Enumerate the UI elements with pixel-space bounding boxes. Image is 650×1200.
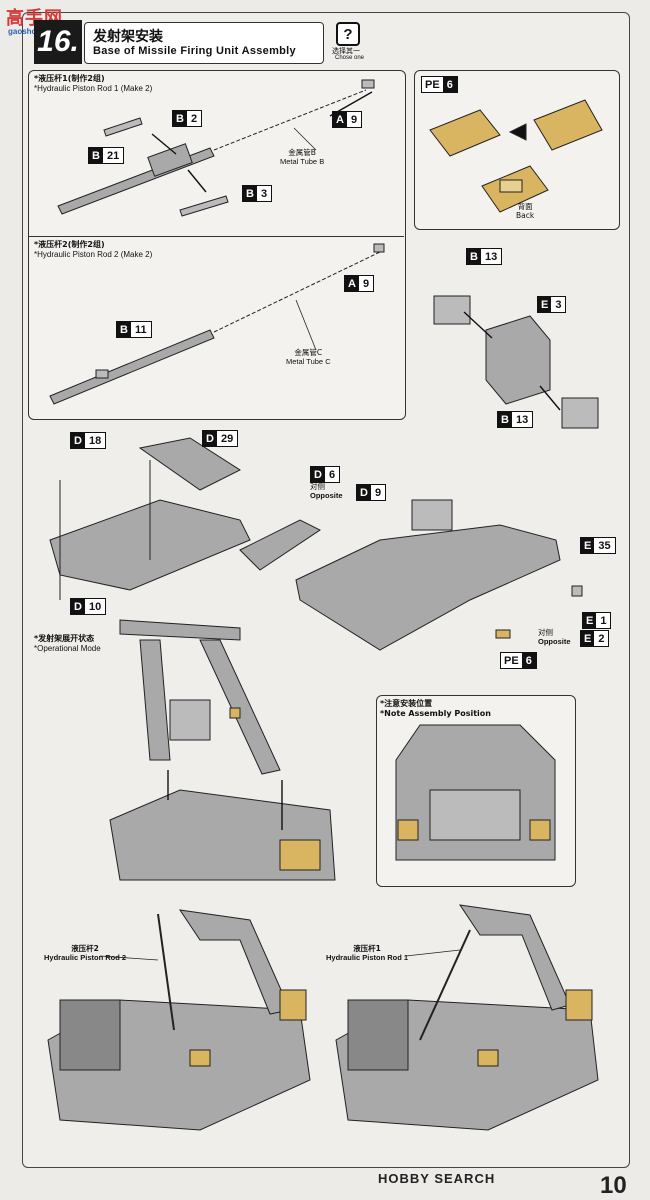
metal-tube-c-label: 金属管C Metal Tube C <box>286 348 331 366</box>
rod2-note: *液压杆2(制作2组) *Hydraulic Piston Rod 2 (Mak… <box>34 240 153 259</box>
e3-box-drawing <box>433 295 599 429</box>
rod1-note: *液压杆1(制作2组) *Hydraulic Piston Rod 1 (Mak… <box>34 74 153 93</box>
note-position-title: *注意安装位置 *Note Assembly Position <box>380 699 491 718</box>
piston-rod-1-drawing <box>57 79 375 217</box>
step-title-cn: 发射架安装 <box>93 29 163 45</box>
rod1-callout: 液压杆1 Hydraulic Piston Rod 1 <box>326 944 409 962</box>
bottom-right-assembly-drawing <box>335 904 599 1131</box>
watermark-url: gaoshou.net <box>8 27 56 36</box>
piston-rod-2-drawing <box>49 243 385 405</box>
operational-mode-drawing <box>109 619 336 881</box>
step-title-en: Base of Missile Firing Unit Assembly <box>93 45 296 57</box>
metal-tube-b-label: 金属管B Metal Tube B <box>280 148 325 166</box>
back-label: 背面 Back <box>516 202 535 220</box>
bottom-left-assembly-drawing <box>47 909 311 1131</box>
d-frame-drawing <box>49 437 321 600</box>
hobby-search-logo: HOBBY SEARCH <box>378 1171 496 1186</box>
step-number: 16. <box>34 20 82 64</box>
rod1-arrows <box>151 91 373 193</box>
question-icon: ? <box>336 22 360 46</box>
hydraulic-rods-box <box>28 70 406 420</box>
step-title-box: 发射架安装 Base of Missile Firing Unit Assemb… <box>84 22 324 64</box>
rod2-callout: 液压杆2 Hydraulic Piston Rod 2 <box>44 944 127 962</box>
note-position-drawing <box>395 724 556 861</box>
chassis-drawing <box>295 499 583 651</box>
operational-mode-note: *发射架展开状态 *Operational Mode <box>34 634 101 653</box>
leader-lines <box>99 127 461 961</box>
choose-label-en: Chose one <box>335 55 365 61</box>
rods-divider <box>28 236 404 237</box>
page-number: 10 <box>600 1172 627 1199</box>
choose-label-cn: 选择其一 <box>332 47 360 55</box>
pe-panel-drawing <box>429 99 603 213</box>
